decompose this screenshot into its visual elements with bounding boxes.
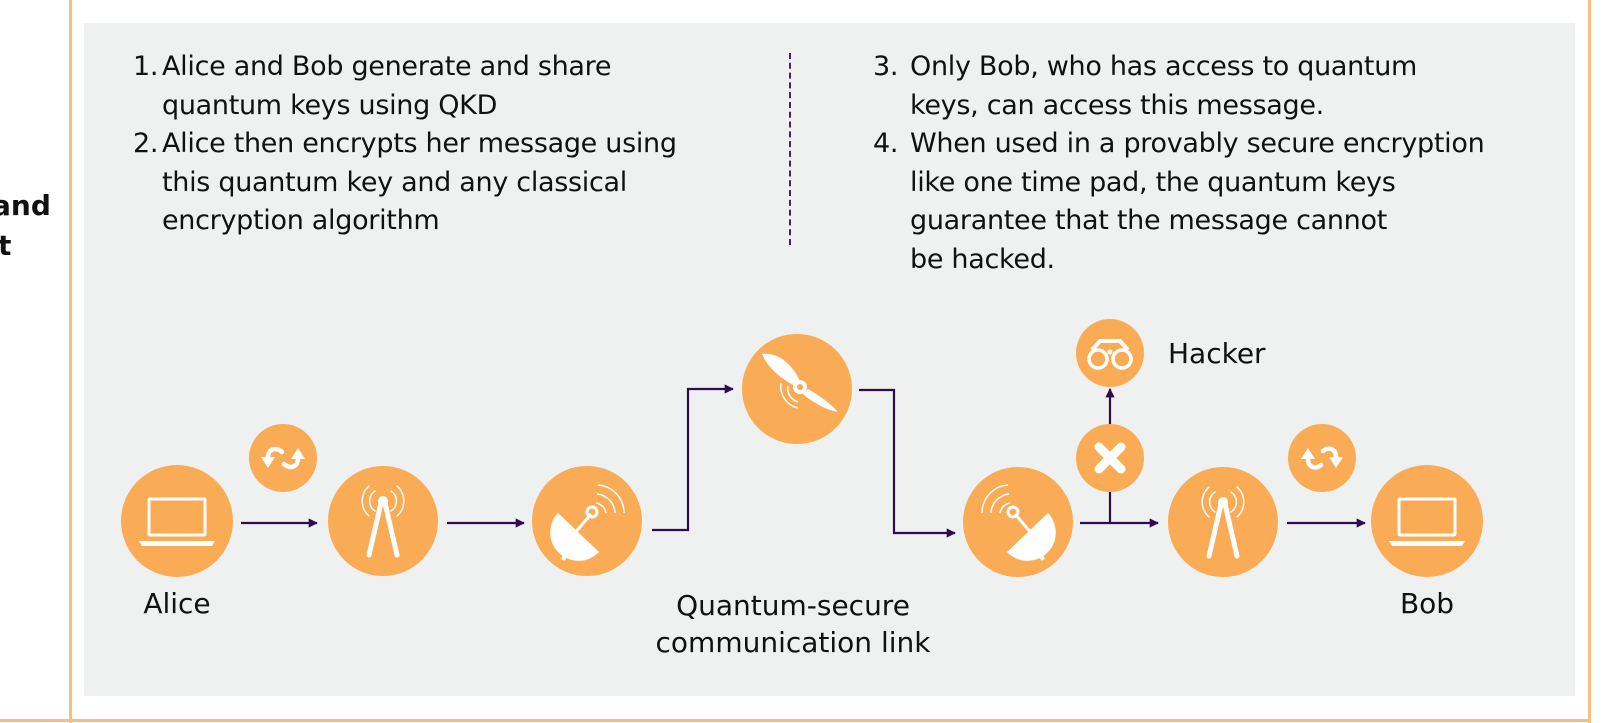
close-icon [1094,442,1126,474]
dish-1-node [532,466,642,576]
alice-key-exchange-node [249,424,317,492]
steps-right-column: 3. Only Bob, who has access to quantum key… [873,48,1573,279]
step-text-line: keys, can access this message. [910,89,1324,121]
step-text-line: quantum keys using QKD [162,89,498,121]
step-item: 2.Alice then encrypts her message using t… [133,125,773,241]
step-text-line: guarantee that the message cannot [910,205,1387,236]
satellite-node [742,334,852,444]
laptop-icon [139,497,215,546]
step-text-line: Alice then encrypts her message using [162,128,677,159]
frame-right-border [1588,0,1591,723]
frame-bottom-border [0,719,1591,722]
step-text-line: Alice and Bob generate and share [162,51,612,82]
step-text-line: Only Bob, who has access to quantum [910,51,1418,82]
bob-label: Bob [1399,587,1455,620]
tower-1-node [328,466,438,576]
step-number: 2. [133,128,159,159]
link-label-line-2: communication link [655,626,931,659]
row-label-fragment-2: t [0,229,12,262]
step-text-line: be hacked. [910,243,1055,275]
row-label-fragment-1: and [0,189,51,222]
steps-left-column: 1.Alice and Bob generate and share quantu… [133,48,773,241]
step-item: 3. Only Bob, who has access to quantum key… [873,48,1573,125]
step-text-line: this quantum key and any classical [162,166,628,198]
laptop-icon [1389,497,1465,546]
antenna-icon [361,485,405,558]
hacker-label: Hacker [1168,337,1266,370]
refresh-icon [1305,446,1339,470]
frame-left-border [69,0,72,723]
step-item: 1.Alice and Bob generate and share quantu… [133,48,773,125]
tower-2-node [1168,467,1278,577]
satellite-dish-icon [550,484,625,561]
refresh-icon [265,446,301,470]
step-number: 1. [133,51,159,82]
link-label-line-1: Quantum-secure [676,589,910,622]
bob-key-exchange-node [1288,424,1356,492]
hacker-node [1076,319,1144,387]
satellite-icon [762,353,838,412]
step-number: 3. [873,51,899,82]
blocked-node [1076,424,1144,492]
column-divider [789,53,791,245]
alice-node [121,465,233,577]
step-text-line: encryption algorithm [162,205,440,236]
arrow-satellite-to-dish [859,388,956,538]
step-text-line: When used in a provably secure encryptio… [910,128,1485,159]
step-number: 4. [873,128,899,159]
step-text-line: like one time pad, the quantum keys [910,166,1396,198]
step-item: 4. When used in a provably secure encrypt… [873,125,1573,279]
bob-node [1371,465,1483,577]
antenna-icon [1201,486,1245,559]
binoculars-icon [1087,339,1133,370]
alice-label: Alice [143,587,211,620]
arrow-dish-to-satellite [652,384,734,532]
satellite-dish-icon [981,484,1056,561]
dish-2-node [963,467,1073,577]
